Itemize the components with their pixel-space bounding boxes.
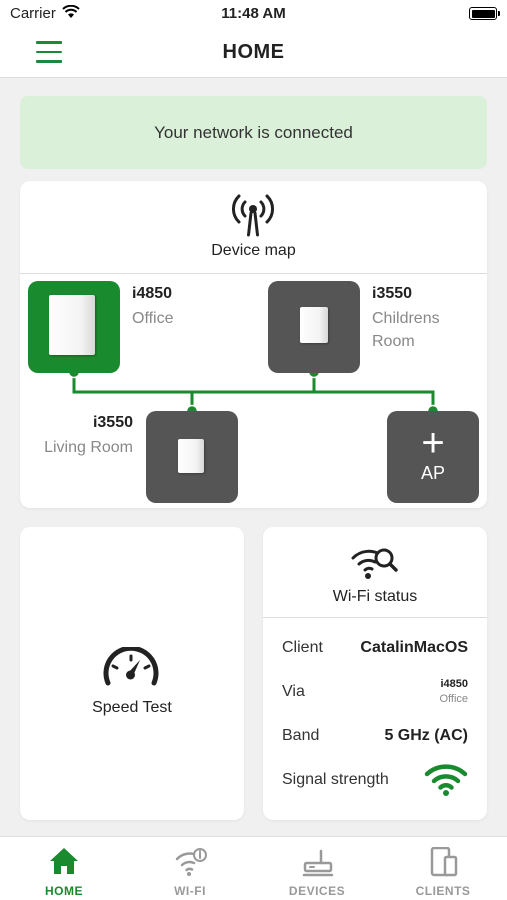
device-image xyxy=(300,307,328,343)
device-node-i4850[interactable] xyxy=(28,281,120,373)
device-map-label: Device map xyxy=(211,242,296,259)
device-location: Office xyxy=(132,310,174,327)
device-node-i3550-living[interactable] xyxy=(146,411,238,503)
device-image xyxy=(178,439,204,473)
tab-bar: HOME WI-FI DEVICES CLIENTS xyxy=(0,836,507,900)
wifi-info-icon xyxy=(175,848,207,876)
wifi-signal-icon xyxy=(62,5,80,18)
signal-strength-label: Signal strength xyxy=(282,771,389,788)
device-location: Childrens Room xyxy=(372,310,440,350)
wifi-search-icon xyxy=(351,548,398,579)
connection-status-banner: Your network is connected xyxy=(20,96,487,169)
page-title: HOME xyxy=(222,41,285,63)
speed-test-label: Speed Test xyxy=(92,699,172,716)
nav-bar: HOME xyxy=(0,28,507,78)
via-device-name: i4850 xyxy=(440,678,468,690)
wifi-status-card: Wi-Fi status Client CatalinMacOS Via i48… xyxy=(263,527,487,820)
tab-home[interactable]: HOME xyxy=(1,837,127,900)
battery-icon xyxy=(469,7,500,20)
device-location: Living Room xyxy=(44,439,133,456)
hamburger-menu-icon[interactable] xyxy=(36,41,62,63)
wifi-status-label: Wi-Fi status xyxy=(332,588,418,605)
tab-clients[interactable]: CLIENTS xyxy=(380,837,506,900)
device-name: i3550 xyxy=(92,414,133,431)
devices-icon xyxy=(430,847,458,877)
speedometer-icon xyxy=(103,647,159,686)
device-image xyxy=(49,295,95,355)
band-label: Band xyxy=(282,727,320,744)
device-name: i4850 xyxy=(132,285,173,302)
band-value: 5 GHz (AC) xyxy=(384,727,468,744)
via-device-location: Office xyxy=(439,693,468,705)
carrier-label: Carrier xyxy=(10,5,56,22)
add-ap-label: AP xyxy=(420,463,445,483)
wifi-status-header[interactable]: Wi-Fi status xyxy=(263,527,487,618)
status-bar: Carrier 11:48 AM xyxy=(0,0,507,28)
add-ap-button[interactable]: + AP xyxy=(387,411,479,503)
tab-label: DEVICES xyxy=(288,884,346,898)
tab-label: CLIENTS xyxy=(415,884,471,898)
device-map-header[interactable]: Device map xyxy=(20,181,487,274)
speed-test-card[interactable]: Speed Test xyxy=(20,527,244,820)
clock: 11:48 AM xyxy=(221,5,286,22)
tab-label: WI-FI xyxy=(174,884,206,898)
device-name: i3550 xyxy=(372,285,413,302)
client-value: CatalinMacOS xyxy=(360,639,468,656)
tab-wifi[interactable]: WI-FI xyxy=(127,837,253,900)
antenna-broadcast-icon xyxy=(232,194,274,237)
home-icon xyxy=(50,848,78,874)
plus-icon: + xyxy=(421,421,445,465)
connection-status-text: Your network is connected xyxy=(154,123,353,142)
router-icon xyxy=(302,849,334,877)
device-node-i3550-childrens[interactable] xyxy=(268,281,360,373)
wifi-signal-strength-icon xyxy=(424,764,468,796)
via-label: Via xyxy=(282,683,305,700)
tab-devices[interactable]: DEVICES xyxy=(254,837,380,900)
tab-label: HOME xyxy=(45,884,83,898)
client-label: Client xyxy=(282,639,323,656)
device-map-card: Device map i4850 Office i3550 Childrens … xyxy=(20,181,487,508)
